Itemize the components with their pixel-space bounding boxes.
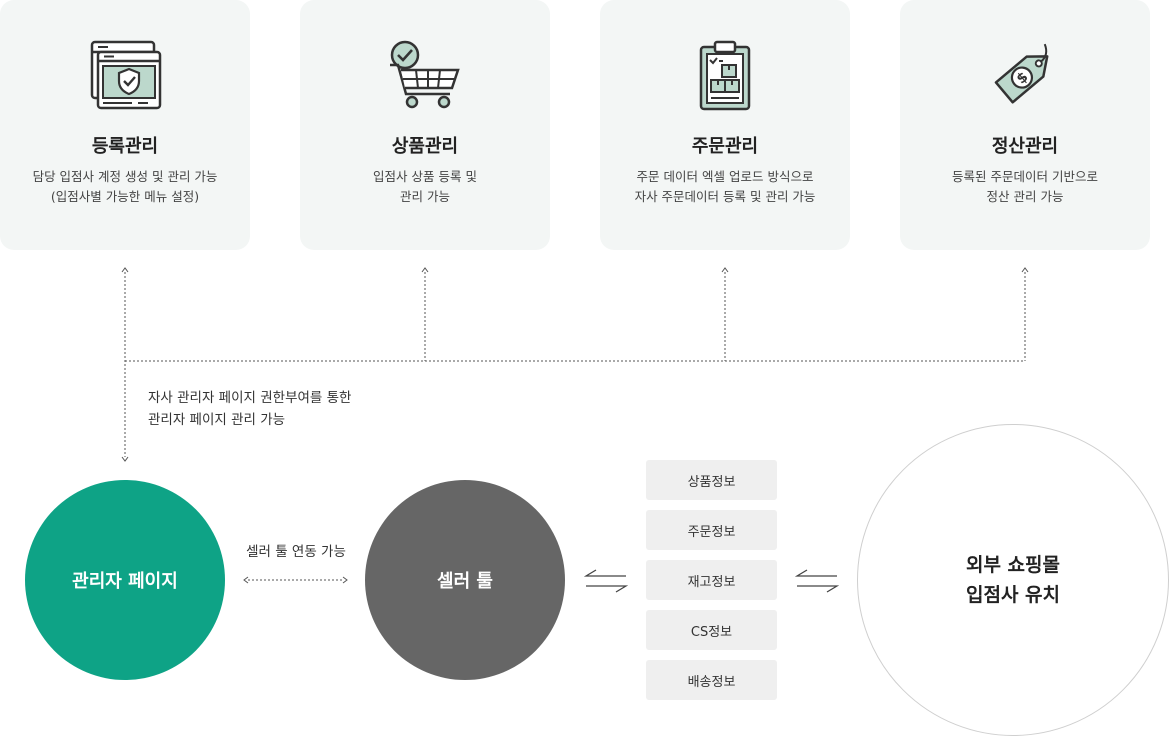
card-description-line: 관리 가능 (400, 189, 450, 204)
shopping-cart-check-icon (390, 40, 460, 109)
arrow-down-icon (121, 456, 129, 462)
external-mall-circle: 외부 쇼핑몰 입점사 유치 (857, 424, 1169, 736)
card-description-line: 입점사 상품 등록 및 (373, 169, 477, 184)
admin-page-circle: 관리자 페이지 (25, 480, 225, 680)
caption-line: 자사 관리자 페이지 권한부여를 통한 (148, 390, 352, 406)
info-box-product: 상품정보 (646, 460, 777, 500)
card-order: 주문관리 주문 데이터 엑셀 업로드 방식으로 자사 주문데이터 등록 및 관리… (600, 0, 850, 250)
permission-caption: 자사 관리자 페이지 권한부여를 통한 관리자 페이지 관리 가능 (148, 387, 351, 431)
card-description-line: 등록된 주문데이터 기반으로 (952, 169, 1098, 184)
caption-line: 관리자 페이지 관리 가능 (148, 412, 286, 428)
card-description-line: 정산 관리 가능 (986, 189, 1064, 204)
info-box-delivery: 배송정보 (646, 660, 777, 700)
arrow-up-icon (421, 267, 429, 273)
card-title: 주문관리 (691, 136, 759, 157)
info-box-cs: CS정보 (646, 610, 777, 650)
exchange-arrows-icon (795, 569, 839, 593)
card-description: 주문 데이터 엑셀 업로드 방식으로 자사 주문데이터 등록 및 관리 가능 (610, 167, 840, 207)
card-description: 등록된 주문데이터 기반으로 정산 관리 가능 (910, 167, 1140, 207)
arrow-up-icon (1021, 267, 1029, 273)
browser-shield-icon (90, 40, 162, 110)
card-title: 정산관리 (991, 136, 1059, 157)
arrow-right-icon (342, 576, 348, 584)
info-box-order: 주문정보 (646, 510, 777, 550)
card-description-line: 주문 데이터 엑셀 업로드 방식으로 (636, 169, 814, 184)
arrow-up-icon (121, 267, 129, 273)
card-product: 상품관리 입점사 상품 등록 및 관리 가능 (300, 0, 550, 250)
external-mall-line: 외부 쇼핑몰 (965, 554, 1060, 576)
seller-tool-label: 셀러 툴 (437, 571, 493, 592)
external-mall-line: 입점사 유치 (965, 584, 1060, 606)
price-tag-dollar-icon: $ (994, 43, 1049, 104)
card-description: 담당 입점사 계정 생성 및 관리 가능 (입점사별 가능한 메뉴 설정) (10, 167, 240, 207)
link-label: 셀러 툴 연동 가능 (246, 544, 346, 560)
card-title: 상품관리 (391, 136, 459, 157)
admin-page-label: 관리자 페이지 (72, 571, 178, 592)
card-title: 등록관리 (91, 136, 159, 157)
clipboard-boxes-icon (699, 40, 751, 111)
exchange-arrows-icon (584, 569, 628, 593)
info-box-inventory: 재고정보 (646, 560, 777, 600)
arrow-up-icon (721, 267, 729, 273)
card-description-line: 자사 주문데이터 등록 및 관리 가능 (634, 189, 816, 204)
card-registration: 등록관리 담당 입점사 계정 생성 및 관리 가능 (입점사별 가능한 메뉴 설… (0, 0, 250, 250)
seller-tool-circle: 셀러 툴 (365, 480, 565, 680)
arrow-left-icon (243, 576, 249, 584)
card-description: 입점사 상품 등록 및 관리 가능 (310, 167, 540, 207)
card-description-line: (입점사별 가능한 메뉴 설정) (50, 189, 200, 204)
card-description-line: 담당 입점사 계정 생성 및 관리 가능 (32, 169, 218, 184)
card-settlement: $ 정산관리 등록된 주문데이터 기반으로 정산 관리 가능 (900, 0, 1150, 250)
